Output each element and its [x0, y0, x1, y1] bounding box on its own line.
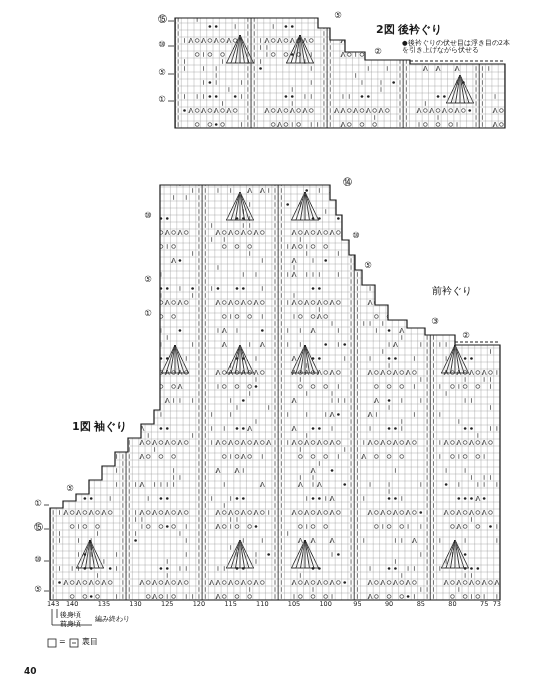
column-number: 143 [47, 601, 59, 608]
legend-sample [72, 643, 76, 644]
legend-sample [70, 639, 78, 647]
chart-title: 1図 袖ぐり [72, 421, 127, 434]
column-number: 90 [385, 601, 393, 608]
dashed-neckline [455, 341, 500, 342]
column-number: 110 [256, 601, 268, 608]
row-number: ⑤ [334, 11, 342, 21]
bracket-line [57, 609, 58, 618]
row-number: ⑭ [343, 178, 352, 188]
chart-label: = [59, 637, 66, 646]
row-number: ② [374, 47, 382, 57]
column-number: 130 [129, 601, 141, 608]
legend-text: 裏目 [82, 637, 98, 646]
column-number: 120 [193, 601, 205, 608]
row-arrow [168, 21, 174, 22]
column-number: 115 [224, 601, 236, 608]
row-arrow [44, 529, 49, 530]
column-number: 135 [98, 601, 110, 608]
column-number: 105 [288, 601, 300, 608]
row-arrow [168, 74, 174, 75]
page-number: 40 [24, 666, 37, 676]
row-number: ⑮ [34, 523, 43, 533]
legend-sample [48, 639, 56, 647]
row-arrow [44, 591, 49, 592]
column-number: 140 [66, 601, 78, 608]
row-arrow [168, 46, 174, 47]
chart-label: 前衿ぐり [432, 285, 472, 297]
row-number: ⑤ [158, 68, 166, 78]
row-number: ③ [431, 317, 439, 327]
column-number: 75 [480, 601, 488, 608]
dashed-neckline [410, 60, 505, 61]
chart-label: 前身頃 [60, 620, 81, 628]
row-number: ① [34, 499, 42, 509]
row-number: ① [144, 309, 152, 319]
row-number: ⑩ [352, 231, 360, 241]
row-number: ⑩ [34, 555, 42, 565]
column-number: 73 [493, 601, 501, 608]
row-number: ⑤ [66, 484, 74, 494]
column-number: 100 [319, 601, 331, 608]
column-number: 80 [448, 601, 456, 608]
row-number: ⑩ [144, 211, 152, 221]
row-number: ⑩ [158, 40, 166, 50]
column-number: 95 [353, 601, 361, 608]
chart-label: 後身頃 [60, 611, 81, 619]
row-number: ⑮ [158, 15, 167, 25]
row-number: ② [462, 331, 470, 341]
row-number: ① [158, 95, 166, 105]
row-number: ⑤ [144, 275, 152, 285]
note-text: ●後衿ぐりの伏せ目は浮き目の2本を引き上げながら伏せる [402, 40, 514, 55]
row-arrow [168, 101, 174, 102]
column-number: 85 [417, 601, 425, 608]
row-number: ⑤ [364, 261, 372, 271]
row-arrow [44, 505, 49, 506]
chart-label: 編み終わり [95, 615, 130, 623]
column-number: 125 [161, 601, 173, 608]
chart-title: 2図 後衿ぐり [376, 24, 442, 37]
row-arrow [44, 561, 49, 562]
row-number: ⑤ [34, 585, 42, 595]
